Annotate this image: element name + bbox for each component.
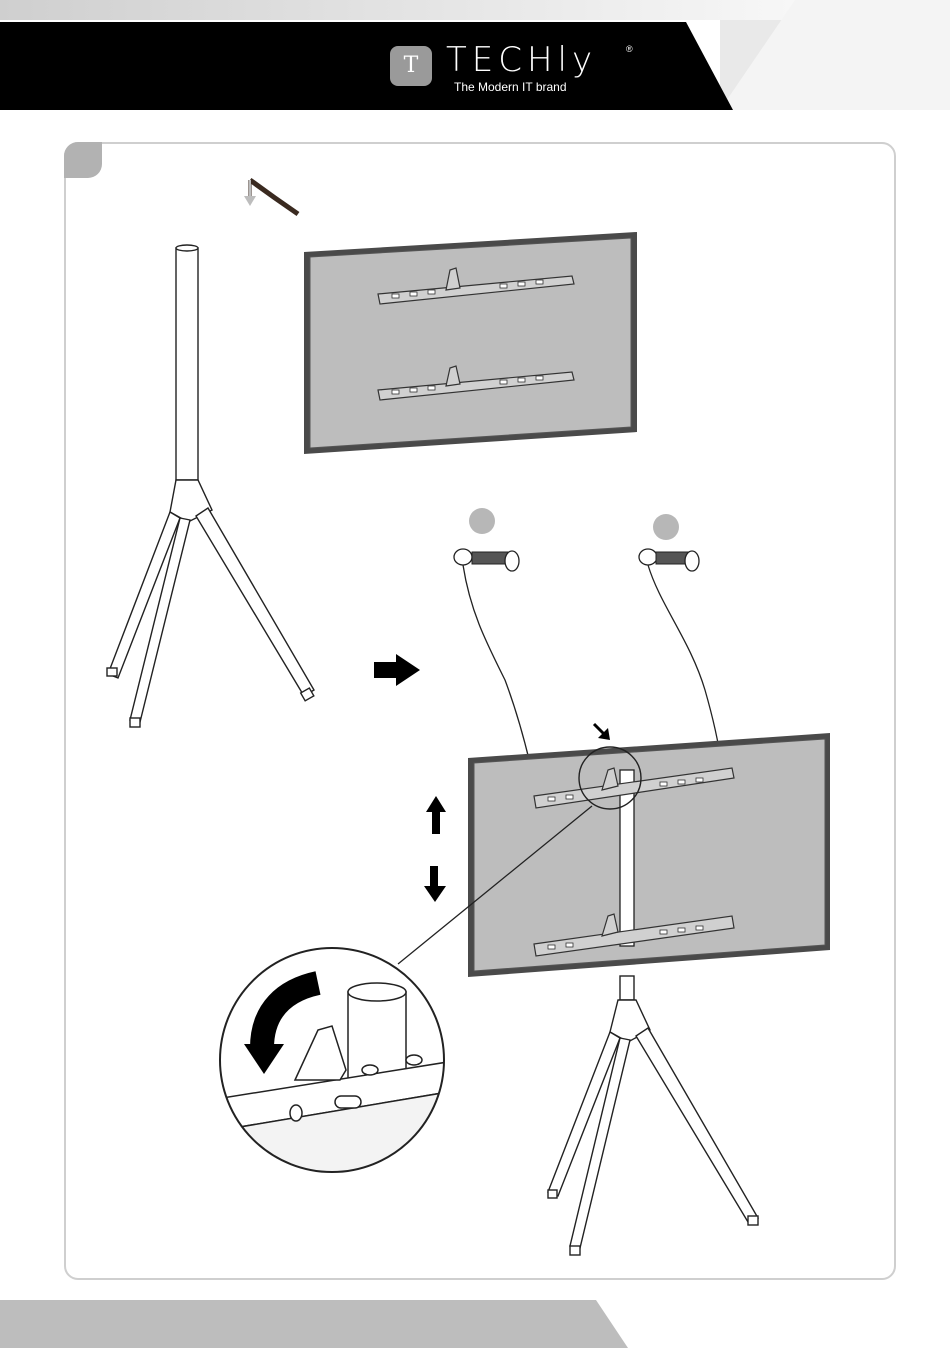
wrench-icon (250, 180, 298, 214)
part-marker-a (469, 508, 495, 534)
stand-illustration (107, 245, 314, 727)
pointer-arrow-icon (594, 724, 610, 740)
assembled-stand (548, 976, 758, 1255)
right-arrow-icon (374, 654, 420, 686)
part-marker-b (653, 514, 679, 540)
screw-right (639, 549, 722, 770)
detail-zoom (210, 948, 460, 1200)
arrow-down-icon (424, 866, 446, 902)
arrow-up-icon (426, 796, 446, 834)
footer-band (0, 1300, 950, 1348)
assembled-tv (468, 733, 830, 977)
tv-back-panel (304, 232, 637, 454)
